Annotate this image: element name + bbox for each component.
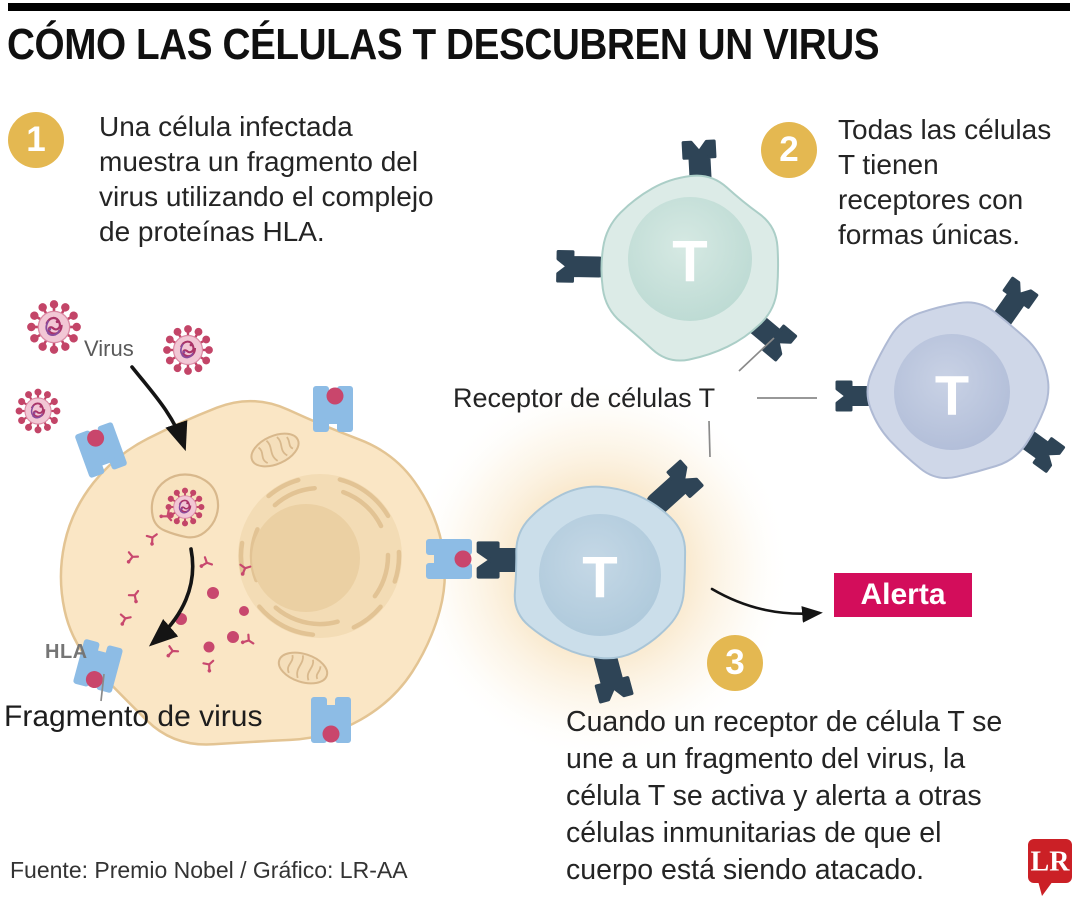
step-2-badge: 2 <box>761 122 817 178</box>
t-cell-activated: T <box>479 459 704 704</box>
virus-particles <box>15 300 213 434</box>
lr-logo: LR <box>1027 838 1073 897</box>
source-credit: Fuente: Premio Nobel / Gráfico: LR-AA <box>10 857 408 883</box>
arrow-fragment-flow <box>148 547 195 647</box>
arrow-virus-entry <box>130 365 188 452</box>
t-cell-teal: T <box>556 139 798 362</box>
hla-complex <box>76 642 120 692</box>
step-2-text: Todas las células T tienen receptores co… <box>838 114 1052 250</box>
lr-logo-text: LR <box>1031 847 1071 878</box>
virus-particle-icon <box>27 300 81 354</box>
lr-logo-tail <box>1038 881 1053 896</box>
t-letter: T <box>672 230 707 295</box>
step-3-text: Cuando un receptor de célula T se une a … <box>566 706 1003 886</box>
lr-logo-bubble <box>1028 839 1072 883</box>
virus-particle-icon <box>163 325 213 375</box>
t-letter: T <box>582 546 617 611</box>
virus-particle-icon <box>15 388 61 434</box>
alert-badge: Alerta <box>834 573 972 617</box>
virus-label: Virus <box>84 336 134 361</box>
t-cell-receptor-icon <box>556 249 609 284</box>
t-letter: T <box>935 364 969 427</box>
hla-complex <box>316 388 350 430</box>
step-1-badge: 1 <box>8 112 64 168</box>
infected-cell <box>59 388 472 746</box>
virus-fragment-label: Fragmento de virus <box>4 700 263 733</box>
receptor-label: Receptor de células T <box>453 383 716 413</box>
arrows <box>130 365 823 647</box>
hla-complex-binding <box>429 542 472 576</box>
hla-complex <box>314 700 348 743</box>
connector-lines <box>100 337 817 702</box>
arrow-alert <box>710 587 823 623</box>
step-1-text: Una célula infectada muestra un fragment… <box>99 111 434 247</box>
t-cell-lavender: T <box>835 276 1066 480</box>
hla-complex <box>78 424 124 475</box>
nucleus <box>238 474 402 638</box>
hla-label: HLA <box>45 641 88 663</box>
virus-vesicle <box>150 473 220 539</box>
step-3-badge: 3 <box>707 635 763 691</box>
page-title: CÓMO LAS CÉLULAS T DESCUBREN UN VIRUS <box>7 20 880 69</box>
title-bar-rule <box>8 3 1070 11</box>
